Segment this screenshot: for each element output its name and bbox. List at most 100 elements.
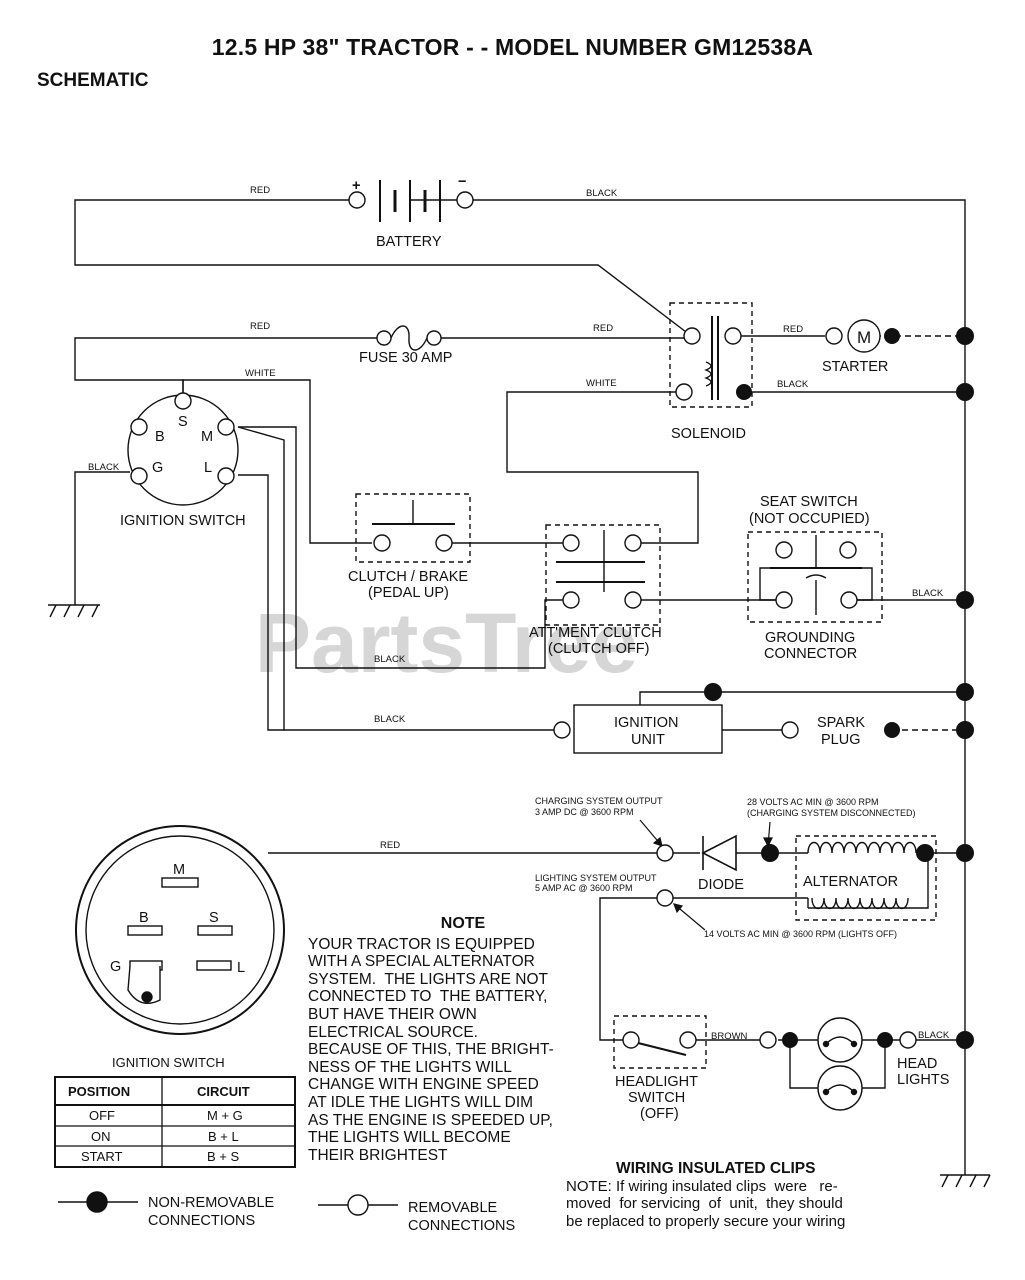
head-lights-label-1: HEAD [897, 1056, 937, 1072]
clips-body: NOTE: If wiring insulated clips were re-… [566, 1177, 846, 1230]
spark-plug-label-2: PLUG [821, 732, 861, 748]
clutch-brake-label-1: CLUTCH / BRAKE [348, 569, 468, 585]
charging-spec-1: CHARGING SYSTEM OUTPUT [535, 796, 663, 806]
wire-label-red-starter: RED [783, 324, 803, 335]
table-row-on-circuit: B + L [208, 1129, 239, 1144]
volts28-spec-1: 28 VOLTS AC MIN @ 3600 RPM [747, 797, 879, 807]
headlight-connector [759, 1031, 777, 1049]
switch-face-g: G [110, 959, 121, 975]
legend-removable-1: REMOVABLE [408, 1200, 498, 1216]
wire-label-black-lights: BLACK [918, 1030, 950, 1041]
ground-symbol-right [940, 1174, 991, 1188]
grounding-connector-label-1: GROUNDING [765, 630, 855, 646]
lighting-spec-2: 5 AMP AC @ 3600 RPM [535, 883, 633, 893]
headlight-junction-left [782, 1032, 798, 1048]
wire-label-red-solenoid: RED [593, 323, 613, 334]
clutch-brake-switch [355, 493, 471, 563]
table-row-start-position: START [81, 1149, 122, 1164]
table-row-off-position: OFF [89, 1108, 115, 1123]
wire-label-white-solenoid: WHITE [586, 378, 617, 389]
battery-label: BATTERY [376, 234, 442, 250]
legend-removable-2: CONNECTIONS [408, 1218, 515, 1234]
starter-label: STARTER [822, 359, 888, 375]
starter [825, 319, 881, 353]
ignition-unit-label-2: UNIT [631, 732, 665, 748]
switch-face-l: L [237, 960, 245, 976]
table-row-off-circuit: M + G [207, 1108, 243, 1123]
solenoid [669, 302, 753, 408]
starter-terminal [884, 328, 900, 344]
wiring-clips-note: WIRING INSULATED CLIPS NOTE: If wiring i… [566, 1160, 916, 1230]
legend-non-removable-2: CONNECTIONS [148, 1213, 255, 1229]
starter-motor-symbol: M [857, 328, 871, 347]
wire-label-red-battery: RED [250, 185, 270, 196]
wire-label-red-fuse: RED [250, 321, 270, 332]
page-subtitle: SCHEMATIC [37, 70, 149, 91]
ignition-unit-label-1: IGNITION [614, 715, 678, 731]
wire-label-black-ignition: BLACK [374, 714, 406, 725]
spark-plug-connector [781, 721, 799, 739]
legend-removable [318, 1194, 398, 1216]
switch-terminal-l: L [204, 460, 212, 476]
lighting-spec-1: LIGHTING SYSTEM OUTPUT [535, 873, 657, 883]
volts28-spec-2: (CHARGING SYSTEM DISCONNECTED) [747, 808, 916, 818]
switch-terminal-m: M [201, 429, 213, 445]
ground-symbol-left [48, 604, 100, 618]
battery-plus: + [352, 178, 360, 194]
head-lights [817, 1017, 863, 1111]
headlight-ground-connector [899, 1031, 917, 1049]
charging-spec-2: 3 AMP DC @ 3600 RPM [535, 807, 634, 817]
note-body: YOUR TRACTOR IS EQUIPPED WITH A SPECIAL … [308, 935, 554, 1164]
headlight-junction-right [877, 1032, 893, 1048]
ignition-switch-label: IGNITION SWITCH [120, 513, 246, 529]
volts14-spec: 14 VOLTS AC MIN @ 3600 RPM (LIGHTS OFF) [704, 929, 897, 939]
solenoid-fixed-terminal [736, 384, 752, 400]
lighting-output-connector [656, 889, 674, 907]
alternator-terminal [916, 844, 934, 862]
attment-clutch-label-2: (CLUTCH OFF) [548, 641, 650, 657]
switch-face-label: IGNITION SWITCH [112, 1055, 225, 1070]
headlight-switch-label-3: (OFF) [640, 1106, 679, 1122]
switch-terminal-g: G [152, 460, 163, 476]
switch-terminal-s: S [178, 414, 188, 430]
seat-switch-label-2: (NOT OCCUPIED) [749, 511, 870, 527]
table-header-position: POSITION [68, 1084, 130, 1099]
switch-face-s: S [209, 910, 219, 926]
alternator [795, 835, 937, 921]
legend-non-removable-1: NON-REMOVABLE [148, 1195, 275, 1211]
wire-label-black-solenoid: BLACK [777, 379, 809, 390]
seat-switch-label-1: SEAT SWITCH [760, 494, 858, 510]
diode-terminal [761, 844, 779, 862]
alternator-note: NOTE YOUR TRACTOR IS EQUIPPED WITH A SPE… [308, 915, 598, 1164]
position-table [54, 1076, 296, 1168]
battery [348, 180, 474, 222]
charging-output-connector [656, 844, 674, 862]
wire-label-brown: BROWN [711, 1031, 748, 1042]
headlight-switch [613, 1015, 707, 1069]
wire-label-white-switch: WHITE [245, 368, 276, 379]
wire-label-black-seat: BLACK [912, 588, 944, 599]
ignition-switch [127, 392, 239, 506]
alternator-label: ALTERNATOR [803, 874, 898, 890]
wire-label-black-clutch: BLACK [374, 654, 406, 665]
ground-rail-junctions [704, 327, 974, 1049]
wire-label-red-charging: RED [380, 840, 400, 851]
switch-terminal-b: B [155, 429, 165, 445]
spec-pointers [639, 819, 773, 931]
legend-non-removable [58, 1191, 138, 1213]
headlight-switch-label-2: SWITCH [628, 1090, 685, 1106]
spark-plug-label-1: SPARK [817, 715, 865, 731]
switch-face-b: B [139, 910, 149, 926]
note-title: NOTE [440, 915, 486, 932]
solenoid-label: SOLENOID [671, 426, 746, 442]
switch-face-m: M [173, 862, 185, 878]
spark-plug-terminal [884, 722, 900, 738]
ignition-unit [553, 704, 723, 754]
clutch-brake-label-2: (PEDAL UP) [368, 585, 449, 601]
attment-clutch-label-1: ATT'MENT CLUTCH [529, 625, 662, 641]
wire-label-black-ground: BLACK [88, 462, 120, 473]
table-row-start-circuit: B + S [207, 1149, 239, 1164]
table-row-on-position: ON [91, 1129, 111, 1144]
watermark: PartsTree [255, 596, 638, 690]
fuse-label: FUSE 30 AMP [359, 350, 452, 366]
